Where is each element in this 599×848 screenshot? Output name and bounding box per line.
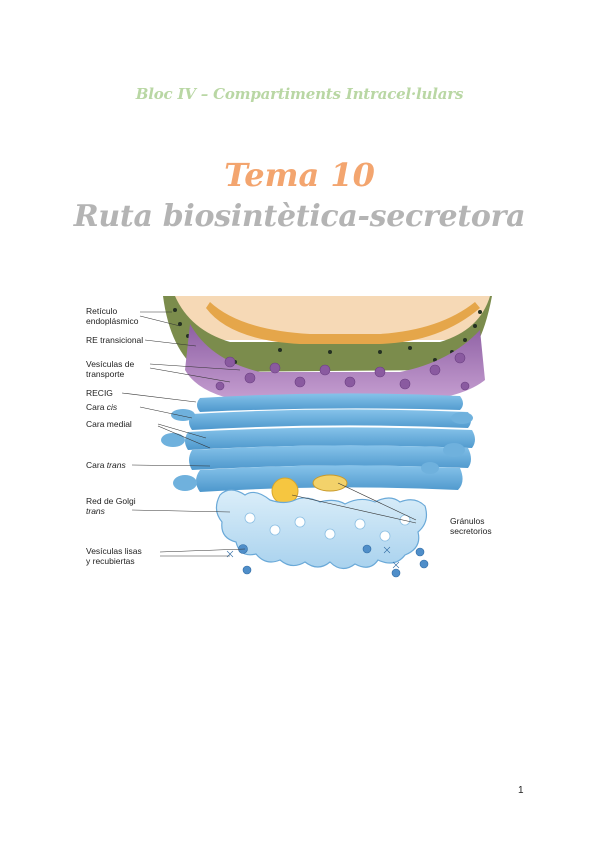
- golgi-illustration: Retículo endoplásmico RE transicional Ve…: [80, 290, 540, 590]
- label-cara-cis: Cara cis: [86, 402, 118, 412]
- label-cara-medial: Cara medial: [86, 419, 132, 429]
- golgi-drawing: [121, 296, 492, 578]
- label-reticulo: Retículo endoplásmico: [86, 306, 139, 326]
- bloc-heading: Bloc IV – Compartiments Intracel·lulars: [135, 85, 464, 103]
- label-vesiculas-lisas: Vesículas lisas y recubiertas: [86, 546, 142, 566]
- tema-heading: Tema 10: [224, 156, 375, 194]
- label-re-transicional: RE transicional: [86, 335, 144, 345]
- label-cara-trans: Cara trans: [86, 460, 126, 470]
- label-granulos-secretorios: Gránulos secretorios: [450, 516, 492, 536]
- label-recig: RECIG: [86, 388, 113, 398]
- page-number: 1: [518, 785, 524, 796]
- document-title: Ruta biosintètica-secretora: [73, 199, 526, 234]
- label-vesiculas-transporte: Vesículas de transporte: [86, 359, 135, 379]
- label-red-golgi-trans: Red de Golgi trans: [86, 496, 136, 516]
